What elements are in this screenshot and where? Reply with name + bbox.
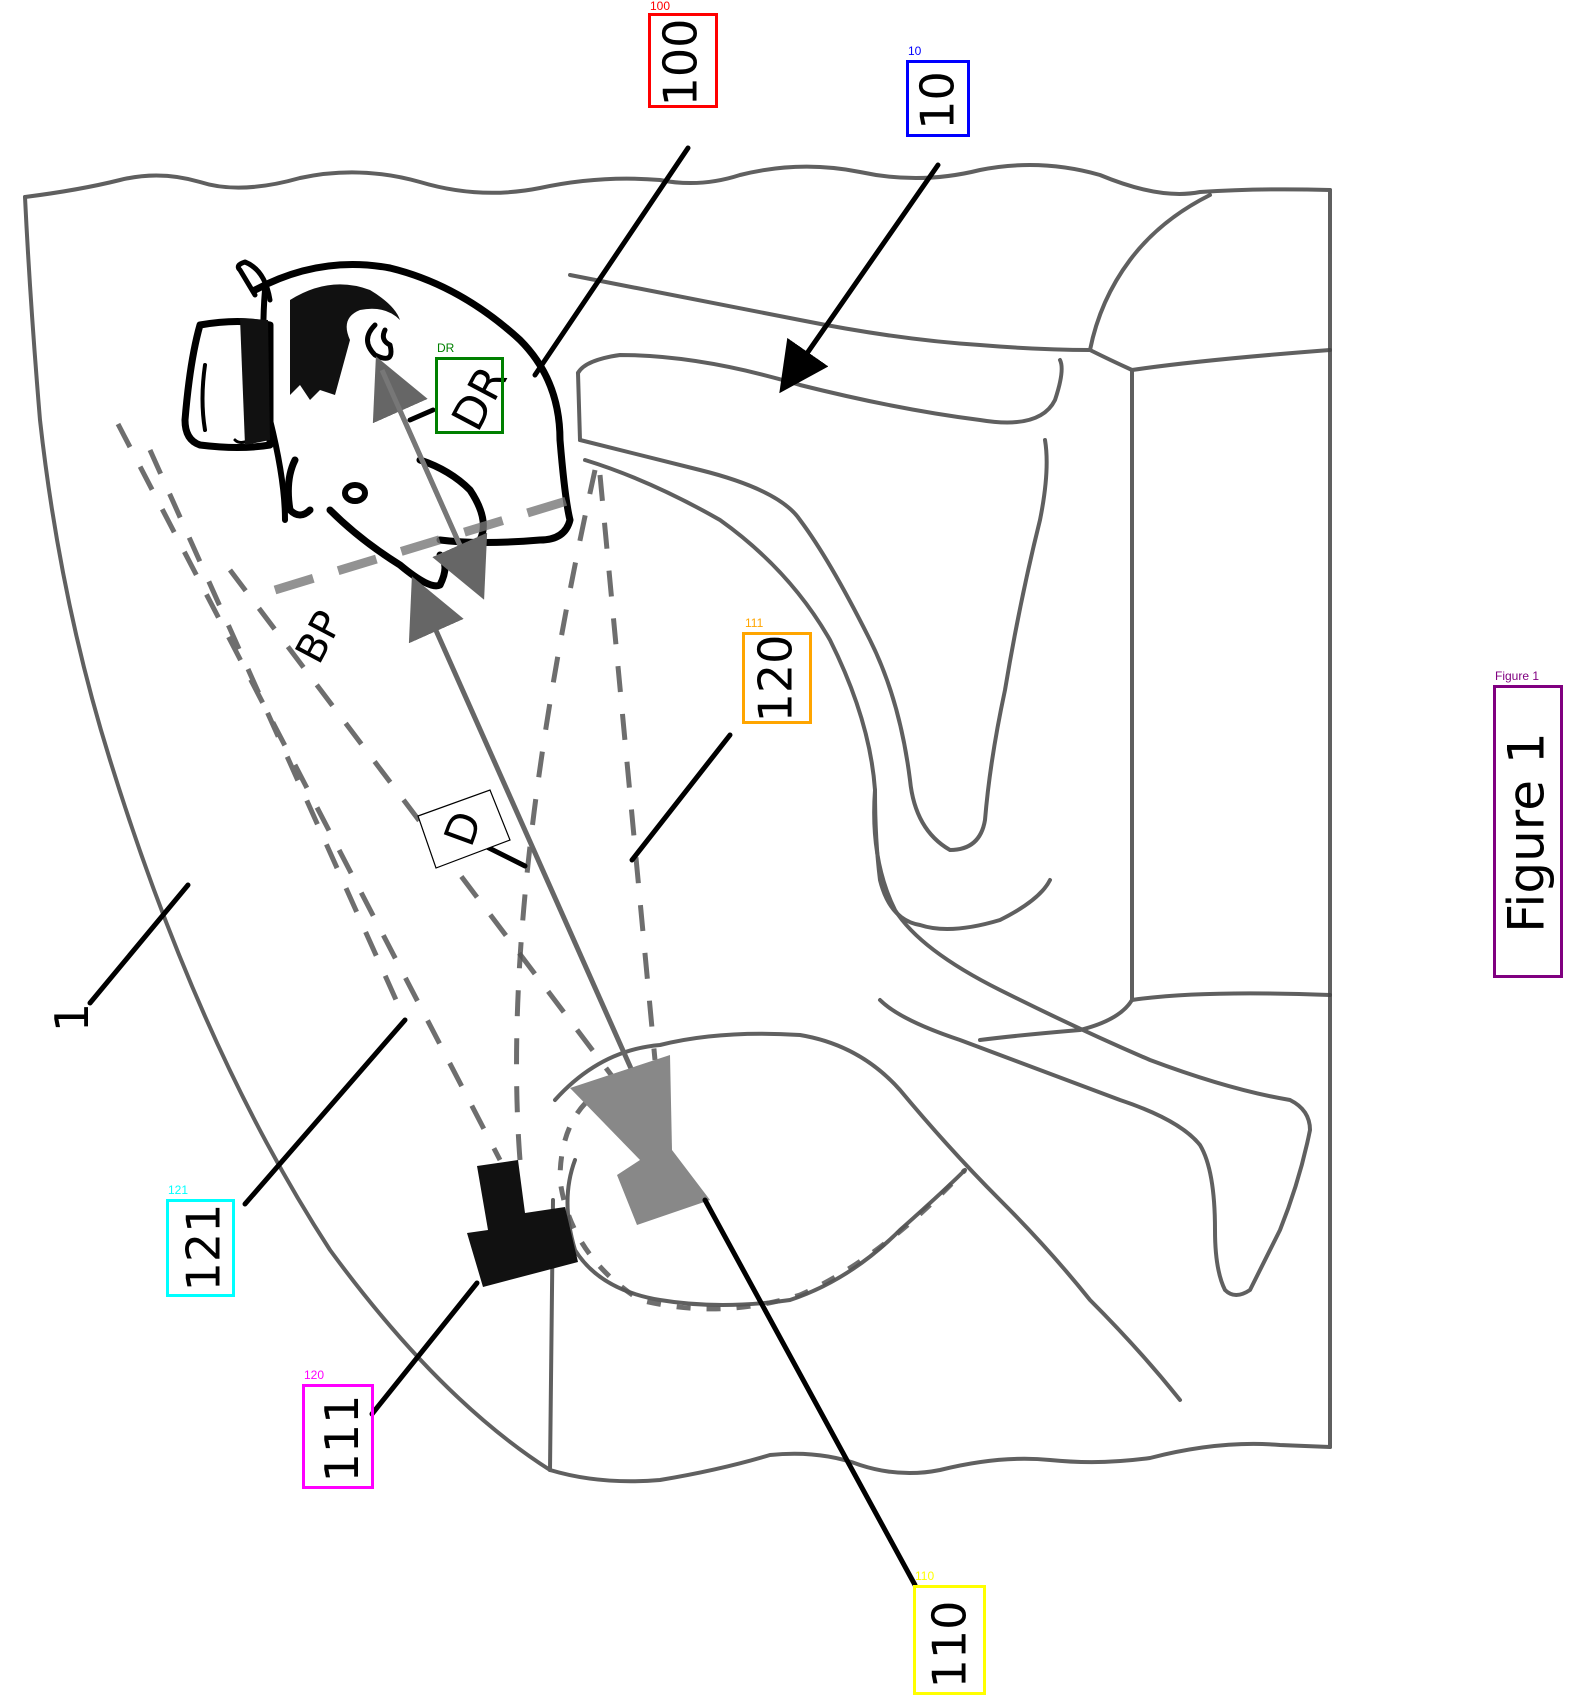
annotation-box-121 [166, 1199, 235, 1297]
annotation-tag-121: 121 [168, 1183, 189, 1197]
annotation-tag-120: 120 [304, 1368, 325, 1382]
beam-path-bp [273, 495, 572, 595]
annotation-box-120 [302, 1384, 374, 1489]
rotation-arrow [372, 356, 488, 600]
annotation-box-10 [906, 60, 970, 137]
ref-numeral-1: 1 [45, 995, 99, 1040]
annotation-tag-100: 100 [650, 0, 671, 13]
device-120-icon [467, 1160, 578, 1287]
annotation-box-100 [648, 13, 718, 108]
occupant-head [181, 259, 574, 590]
field-ellipse [557, 1082, 967, 1312]
annotation-tag-10: 10 [908, 44, 922, 58]
hat-band [240, 318, 270, 445]
leader-lines [87, 145, 941, 1588]
annotation-box-110 [913, 1585, 986, 1695]
ref-numeral-1-text: 1 [45, 1002, 99, 1033]
ref-label-d-text: D [434, 804, 492, 853]
annotation-tag-figure-1: Figure 1 [1495, 669, 1540, 683]
annotation-tag-111: 111 [745, 616, 764, 630]
annotation-tag-dr: DR [437, 341, 455, 355]
cabin-frame [23, 163, 1332, 1484]
seat-outline [568, 193, 1332, 1297]
distance-label-frame [417, 789, 511, 869]
annotation-box-dr [435, 357, 504, 434]
annotation-box-figure-1 [1493, 685, 1563, 978]
sensing-field-121 [115, 422, 598, 1162]
sensing-field-111 [228, 474, 658, 1082]
device-110-icon [570, 1055, 710, 1225]
hair [290, 284, 400, 400]
annotation-tag-110: 110 [915, 1569, 935, 1583]
annotation-box-111 [742, 632, 812, 724]
distance-arrow [408, 576, 648, 1102]
